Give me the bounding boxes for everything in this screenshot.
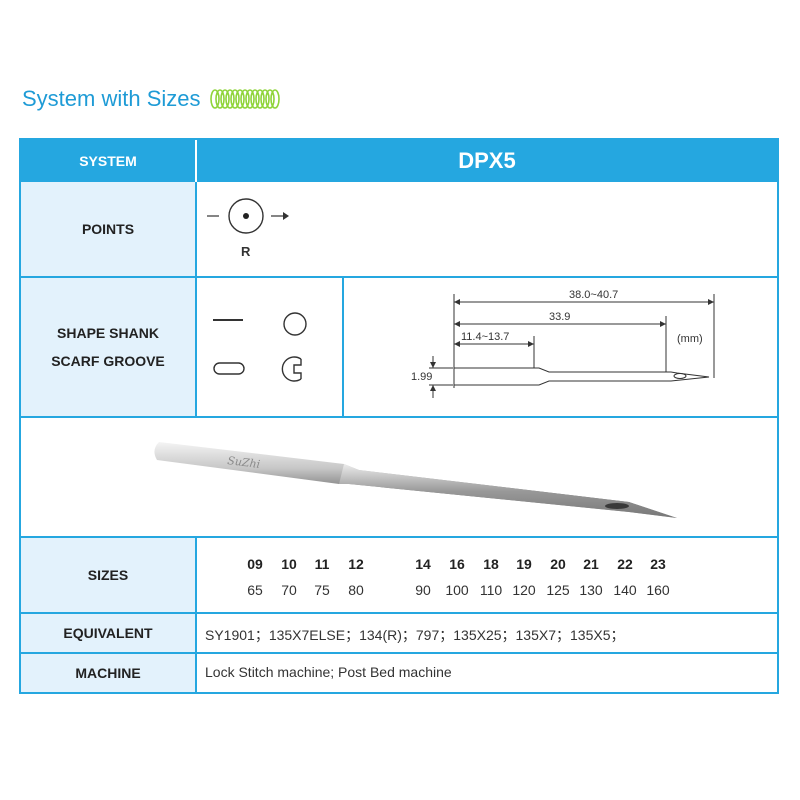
size-metric: 120 xyxy=(512,582,536,598)
unit-label: (mm) xyxy=(677,333,703,345)
needle-brand: SuZhi xyxy=(227,454,261,471)
size-number: 09 xyxy=(247,556,263,572)
sizes-row: SIZES 09 10 11 12 14 16 18 19 20 21 22 2… xyxy=(21,538,777,614)
groove-icon xyxy=(281,356,302,382)
equivalent-value: SY1901；135X7ELSE；134(R)；797；135X25；135X7… xyxy=(205,627,625,643)
size-metric: 130 xyxy=(579,582,603,598)
system-label: SYSTEM xyxy=(21,140,197,182)
size-metric: 70 xyxy=(281,582,297,598)
size-number: 16 xyxy=(449,556,465,572)
machine-value: Lock Stitch machine; Post Bed machine xyxy=(205,664,452,680)
system-value: DPX5 xyxy=(458,148,516,173)
equivalent-row: EQUIVALENT SY1901；135X7ELSE；134(R)；797；1… xyxy=(21,614,777,654)
shank-length-label: 11.4~13.7 xyxy=(461,331,509,343)
size-number: 23 xyxy=(650,556,666,572)
size-metric: 65 xyxy=(247,582,263,598)
size-number: 11 xyxy=(314,556,330,572)
shape-divider xyxy=(342,278,344,416)
spring-icon xyxy=(209,89,280,109)
point-symbol-icon xyxy=(207,198,289,234)
scarf-oval-icon xyxy=(213,362,245,375)
size-number: 18 xyxy=(483,556,499,572)
size-number: 22 xyxy=(617,556,633,572)
size-number: 20 xyxy=(550,556,566,572)
points-row: POINTS R xyxy=(21,182,777,278)
points-value-cell: R xyxy=(197,182,777,276)
size-metric: 110 xyxy=(479,582,503,598)
needle-photo: SuZhi xyxy=(154,442,677,518)
overall-length-label: 38.0~40.7 xyxy=(569,289,618,301)
points-label: POINTS xyxy=(21,182,197,276)
scarf-groove-label: SCARF GROOVE xyxy=(51,353,165,369)
sizes-value-cell: 09 10 11 12 14 16 18 19 20 21 22 23 65 7… xyxy=(197,538,777,612)
shape-value-cell: 38.0~40.7 33.9 11.4~13.7 1.99 (mm) xyxy=(197,278,777,416)
equivalent-label: EQUIVALENT xyxy=(21,614,197,652)
size-number: 19 xyxy=(516,556,532,572)
size-number: 12 xyxy=(348,556,364,572)
heading-text: System with Sizes xyxy=(22,86,201,111)
size-metric: 140 xyxy=(613,582,637,598)
size-number: 21 xyxy=(583,556,599,572)
machine-label: MACHINE xyxy=(21,654,197,692)
spec-table: SYSTEM DPX5 POINTS R SHAPE SHANK SCARF G… xyxy=(19,138,779,694)
size-metric: 100 xyxy=(445,582,469,598)
machine-value-cell: Lock Stitch machine; Post Bed machine xyxy=(197,654,777,692)
needle-dimension-diagram: 38.0~40.7 33.9 11.4~13.7 1.99 (mm) xyxy=(411,289,715,398)
size-metric: 160 xyxy=(646,582,670,598)
size-number: 10 xyxy=(281,556,297,572)
size-metric: 80 xyxy=(348,582,364,598)
size-metric: 90 xyxy=(415,582,431,598)
shank-round-icon xyxy=(283,312,307,336)
section-heading: System with Sizes xyxy=(22,84,281,114)
point-code: R xyxy=(241,244,251,259)
size-metric: 125 xyxy=(546,582,570,598)
system-row: SYSTEM DPX5 xyxy=(21,140,777,182)
size-number: 14 xyxy=(415,556,431,572)
size-metric: 75 xyxy=(314,582,330,598)
sizes-label: SIZES xyxy=(21,538,197,612)
shank-diameter-label: 1.99 xyxy=(411,371,432,383)
shape-label: SHAPE SHANK SCARF GROOVE xyxy=(21,278,197,416)
photo-row: SuZhi xyxy=(21,418,777,538)
machine-row: MACHINE Lock Stitch machine; Post Bed ma… xyxy=(21,654,777,692)
equivalent-value-cell: SY1901；135X7ELSE；134(R)；797；135X25；135X7… xyxy=(197,614,777,652)
shank-flat-icon xyxy=(213,319,243,321)
eye-length-label: 33.9 xyxy=(549,311,570,323)
shape-row: SHAPE SHANK SCARF GROOVE xyxy=(21,278,777,418)
shape-shank-label: SHAPE SHANK xyxy=(57,325,159,341)
